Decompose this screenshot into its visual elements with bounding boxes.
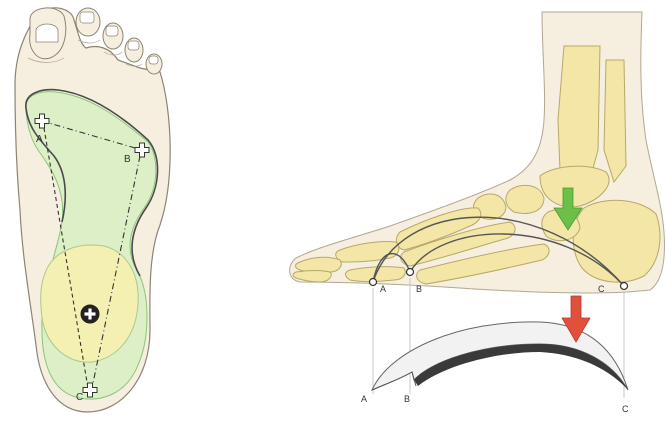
toe-3-nail <box>106 26 118 36</box>
side-label-c: C <box>598 284 605 294</box>
toe-5-nail <box>149 56 158 64</box>
plantar-label-b: B <box>124 154 131 165</box>
plantar-label-a: A <box>36 134 43 145</box>
navicular-bone <box>506 185 544 213</box>
tibia-bone <box>558 46 600 172</box>
arch-point-a <box>370 279 377 286</box>
big-toe-nail <box>36 24 58 42</box>
arch-point-b <box>407 269 414 276</box>
insole-label-b: B <box>404 394 410 404</box>
insole-label-c: C <box>622 404 629 414</box>
toe-2-nail <box>80 12 94 23</box>
side-label-a: A <box>380 284 386 294</box>
circled-plus-icon <box>81 305 99 323</box>
arch-point-c <box>621 283 628 290</box>
side-label-b: B <box>416 284 422 294</box>
plantar-view: A B C <box>15 8 170 412</box>
calcaneus-bone <box>573 200 660 282</box>
insole-label-a: A <box>361 394 367 404</box>
insole-profile: A B C <box>361 296 629 414</box>
toe-4-nail <box>128 41 139 50</box>
heel-center-zone <box>41 245 139 362</box>
plantar-label-c: C <box>76 392 83 403</box>
